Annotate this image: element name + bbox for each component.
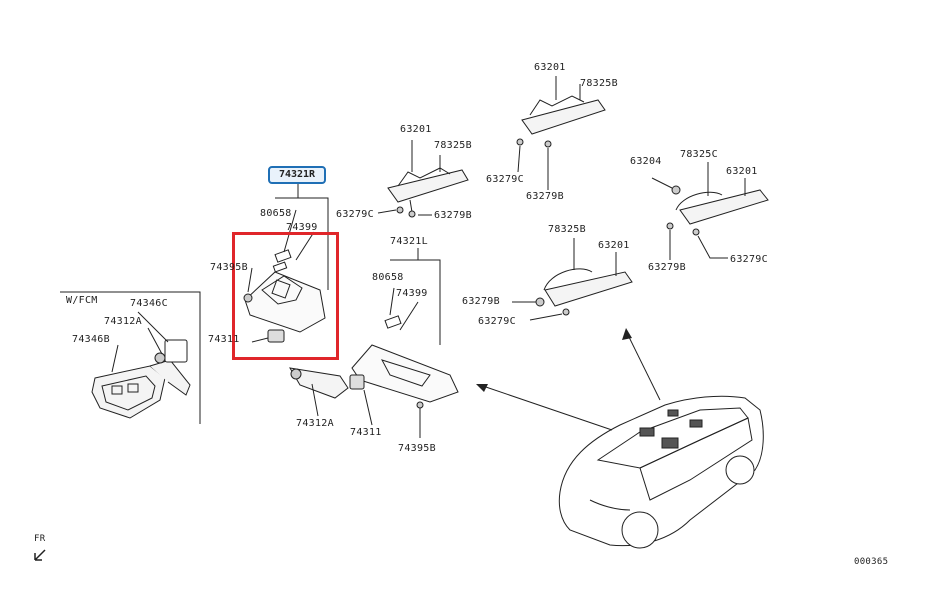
car-outline-drawing: [558, 395, 764, 549]
grip-handle-4-drawing: [512, 238, 633, 321]
right-sun-visor-drawing: [243, 184, 329, 343]
part-label[interactable]: 74399: [286, 222, 318, 233]
part-label[interactable]: 63279B: [434, 210, 472, 221]
part-label[interactable]: 74395B: [210, 262, 248, 273]
part-label[interactable]: 78325C: [680, 149, 718, 160]
front-label: FR: [34, 534, 46, 544]
highlighted-part-region[interactable]: [232, 232, 339, 360]
part-label[interactable]: 74311: [208, 334, 240, 345]
front-arrow-icon: [34, 549, 46, 561]
part-label[interactable]: 74399: [396, 288, 428, 299]
part-label[interactable]: 74395B: [398, 443, 436, 454]
part-label[interactable]: 63279C: [336, 209, 374, 220]
inset-title: W/FCM: [66, 295, 98, 306]
arrow-head-visor: [476, 384, 488, 392]
diagram-code: 000365: [854, 557, 889, 567]
part-label[interactable]: 63201: [534, 62, 566, 73]
grip-handle-1-drawing: [377, 140, 469, 218]
inset-mirror-drawing: [91, 311, 191, 419]
part-label[interactable]: 63279B: [462, 296, 500, 307]
part-label[interactable]: 80658: [372, 272, 404, 283]
grip-handle-2-drawing: [516, 76, 606, 190]
part-label[interactable]: 74346B: [72, 334, 110, 345]
part-label[interactable]: 63279C: [486, 174, 524, 185]
part-label[interactable]: 78325B: [548, 224, 586, 235]
part-label[interactable]: 63279B: [648, 262, 686, 273]
part-label[interactable]: 74312A: [296, 418, 334, 429]
part-label[interactable]: 80658: [260, 208, 292, 219]
left-sun-visor-drawing: [349, 248, 459, 438]
leader-arrows: [479, 334, 661, 431]
arrow-head-grip: [622, 328, 632, 340]
part-label[interactable]: 74346C: [130, 298, 168, 309]
part-label[interactable]: 63201: [726, 166, 758, 177]
part-label[interactable]: 63279C: [478, 316, 516, 327]
part-label[interactable]: 74312A: [104, 316, 142, 327]
part-label[interactable]: 63204: [630, 156, 662, 167]
inset-frame: [60, 291, 201, 424]
part-label[interactable]: 74311: [350, 427, 382, 438]
part-label[interactable]: 63279C: [730, 254, 768, 265]
rearview-mirror-drawing: [289, 367, 349, 417]
part-label[interactable]: 74321L: [390, 236, 428, 247]
part-label[interactable]: 63279B: [526, 191, 564, 202]
part-label[interactable]: 63201: [598, 240, 630, 251]
part-label[interactable]: 78325B: [434, 140, 472, 151]
part-label[interactable]: 63201: [400, 124, 432, 135]
highlighted-part-number[interactable]: 74321R: [268, 166, 326, 184]
part-label[interactable]: 78325B: [580, 78, 618, 89]
grip-handle-3-drawing: [651, 162, 769, 260]
